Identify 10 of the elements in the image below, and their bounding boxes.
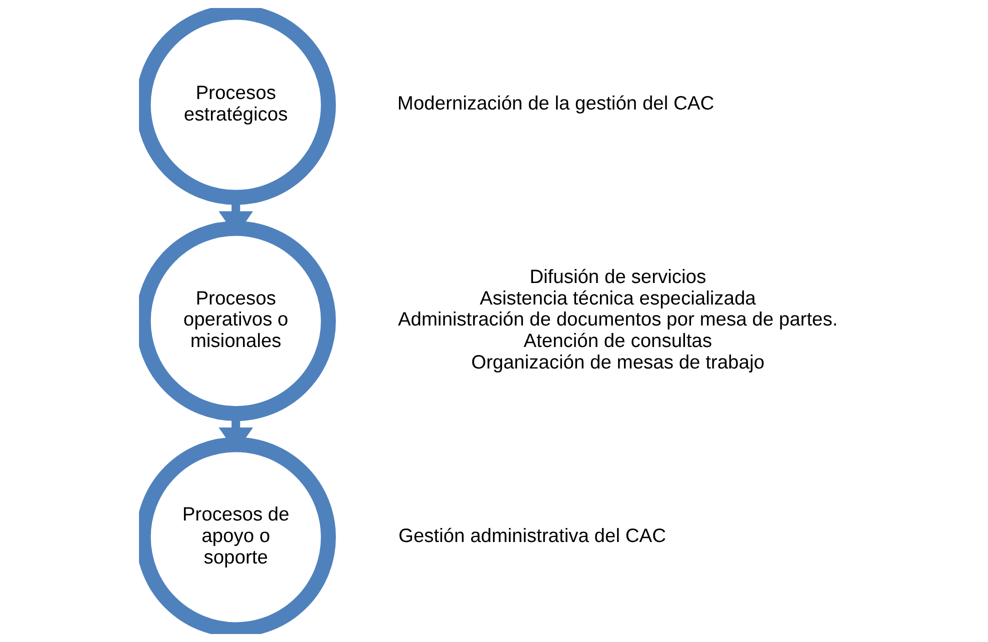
node-label: Atención de consultas (524, 331, 712, 352)
node-label: Asistencia técnica especializada (480, 288, 756, 310)
node-label: Administración de documentos por mesa de partes. (398, 310, 838, 331)
node-label: Difusión de servicios (530, 266, 706, 288)
node-circle: Procesos operativos o misionales (139, 220, 336, 422)
node-label: Modernización de la gestión del CAC (397, 94, 714, 115)
node-circle: Procesos de apoyo o soporte (139, 437, 336, 634)
node-label: Organización de mesas de trabajo (471, 352, 764, 374)
node-circle: Procesos estratégicos (139, 8, 336, 205)
node-label: Gestión administrativa del CAC (398, 526, 666, 547)
